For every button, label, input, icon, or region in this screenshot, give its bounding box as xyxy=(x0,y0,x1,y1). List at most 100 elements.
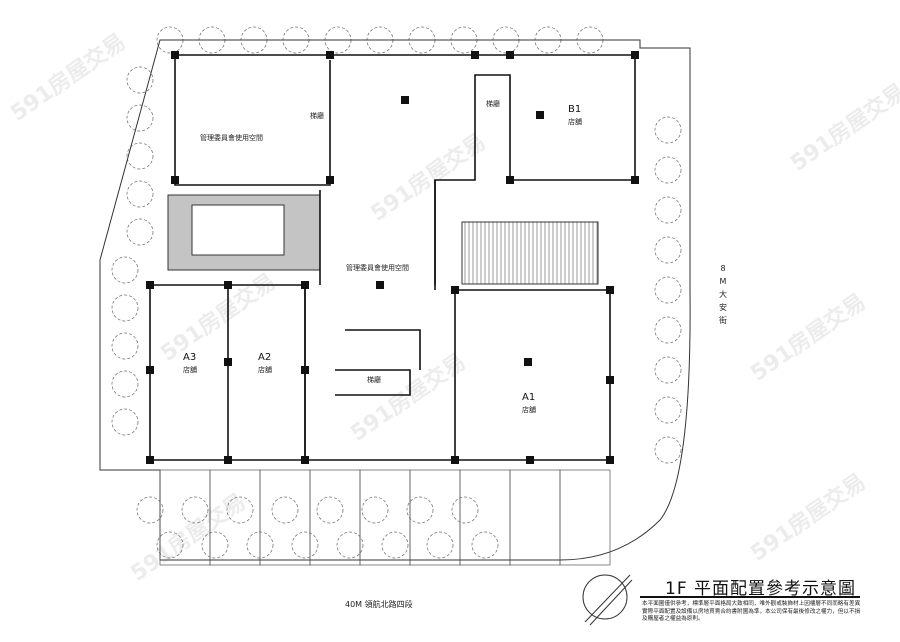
structural-column xyxy=(606,376,614,384)
tree-icon xyxy=(111,294,139,322)
tree-icon xyxy=(226,496,254,524)
structural-column xyxy=(536,111,544,119)
tree-icon xyxy=(111,408,139,436)
structural-column xyxy=(451,456,459,464)
north-arrow-icon xyxy=(582,574,633,626)
road-char: 大 xyxy=(719,290,727,299)
road-char: 街 xyxy=(719,316,727,325)
unit-type-a3: 店舖 xyxy=(183,365,197,374)
parking-bays xyxy=(159,469,611,566)
structural-column xyxy=(506,176,514,184)
room-label-mgmt: 管理委員會使用空間 xyxy=(200,133,263,142)
structural-column xyxy=(506,51,514,59)
tree-icon xyxy=(111,256,139,284)
structural-column xyxy=(631,176,639,184)
structural-column xyxy=(301,366,309,374)
tree-icon xyxy=(451,496,479,524)
structural-column xyxy=(631,51,639,59)
structural-column xyxy=(146,281,154,289)
structural-column xyxy=(526,456,534,464)
tree-icon xyxy=(111,332,139,360)
trees xyxy=(111,26,682,559)
tree-icon xyxy=(654,156,682,184)
parking-bay xyxy=(259,469,311,566)
parking-bay xyxy=(309,469,361,566)
tree-icon xyxy=(126,104,154,132)
structural-column xyxy=(224,281,232,289)
tree-icon xyxy=(654,196,682,224)
tree-icon xyxy=(654,276,682,304)
structural-column xyxy=(171,176,179,184)
tree-icon xyxy=(654,356,682,384)
title-rule xyxy=(640,596,860,598)
structural-column xyxy=(326,176,334,184)
road-label-bottom: 40M 領航北路四段 xyxy=(345,600,413,609)
disclaimer: 本平面圖僅供參考，標準層平面格局大致相同，唯外觀或裝飾材上因樓層不同而略有差異實… xyxy=(642,601,861,622)
room-label-lobby: 梯廳 xyxy=(310,111,324,120)
structural-column xyxy=(171,51,179,59)
tree-icon xyxy=(156,531,184,559)
tree-icon xyxy=(126,218,154,246)
unit-label-b1: B1 xyxy=(568,104,581,115)
structural-column xyxy=(326,51,334,59)
structural-column xyxy=(524,358,532,366)
room-label-lobby: 梯廳 xyxy=(486,99,500,108)
road-label-right: 8 M 大 安 街 xyxy=(716,262,730,327)
road-char: M xyxy=(719,277,727,286)
tree-icon xyxy=(336,531,364,559)
tree-icon xyxy=(654,316,682,344)
parking-bay xyxy=(459,469,511,566)
structural-column xyxy=(606,456,614,464)
site-boundary xyxy=(99,39,691,561)
tree-icon xyxy=(126,142,154,170)
tree-icon xyxy=(654,236,682,264)
tree-icon xyxy=(201,531,229,559)
parking-bay xyxy=(509,469,561,566)
tree-icon xyxy=(361,496,389,524)
tree-icon xyxy=(136,496,164,524)
tree-icon xyxy=(126,180,154,208)
tree-icon xyxy=(471,531,499,559)
structural-column xyxy=(451,286,459,294)
unit-type-a2: 店舖 xyxy=(258,365,272,374)
parking-bay xyxy=(409,469,461,566)
tree-icon xyxy=(654,396,682,424)
structural-column xyxy=(224,456,232,464)
tree-icon xyxy=(654,116,682,144)
tree-icon xyxy=(316,496,344,524)
structural-column xyxy=(606,286,614,294)
tree-icon xyxy=(426,531,454,559)
tree-icon xyxy=(654,436,682,464)
tree-icon xyxy=(381,531,409,559)
tree-icon xyxy=(406,496,434,524)
structural-column xyxy=(376,281,384,289)
room-label-lobby: 梯廳 xyxy=(367,375,381,384)
tree-icon xyxy=(126,66,154,94)
structural-column xyxy=(224,358,232,366)
structural-column xyxy=(146,456,154,464)
tree-icon xyxy=(111,370,139,398)
pool xyxy=(191,204,285,256)
road-char: 8 xyxy=(720,264,726,273)
parking-bay xyxy=(359,469,411,566)
structural-column xyxy=(146,366,154,374)
tree-icon xyxy=(271,496,299,524)
parking-bay xyxy=(559,469,611,566)
unit-type-b1: 店舖 xyxy=(568,117,582,126)
columns xyxy=(146,51,639,464)
parking-bay xyxy=(209,469,261,566)
room-label-mgmt: 管理委員會使用空間 xyxy=(346,263,409,272)
unit-type-a1: 店舖 xyxy=(522,405,536,414)
plan-title: 1F 平面配置參考示意圖 xyxy=(665,579,856,599)
parking-bay xyxy=(159,469,211,566)
structural-column xyxy=(401,96,409,104)
structural-column xyxy=(301,456,309,464)
ramp-stairs xyxy=(461,221,599,285)
tree-icon xyxy=(181,496,209,524)
unit-label-a3: A3 xyxy=(183,352,196,363)
unit-label-a1: A1 xyxy=(522,392,535,403)
road-char: 安 xyxy=(719,303,727,312)
structural-column xyxy=(301,281,309,289)
structural-column xyxy=(471,51,479,59)
